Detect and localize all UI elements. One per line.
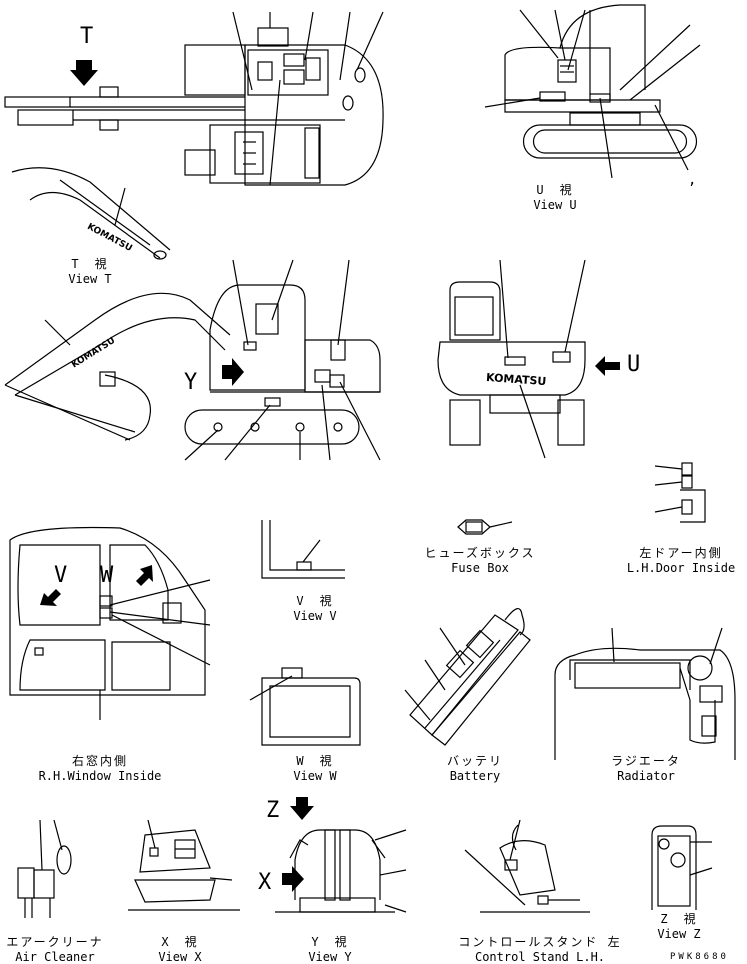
label-y: Y xyxy=(184,370,198,395)
rear-view-drawing xyxy=(437,259,620,459)
view-w-drawing xyxy=(249,667,361,746)
label-w: W xyxy=(100,563,114,588)
view-z-drawing xyxy=(651,825,713,910)
air-cleaner-drawing xyxy=(17,819,72,918)
label-t: T xyxy=(80,24,94,49)
view-u-drawing xyxy=(484,4,701,179)
view-x-drawing xyxy=(128,819,240,911)
label-z: Z xyxy=(266,798,280,823)
boom-detail-drawing xyxy=(11,167,171,260)
battery-drawing xyxy=(404,608,531,746)
control-stand-drawing xyxy=(464,819,590,913)
fuse-box-drawing xyxy=(457,519,513,535)
view-y-control-drawing xyxy=(275,797,407,913)
stray-mark: , xyxy=(688,172,697,188)
label-x: X xyxy=(258,870,272,895)
view-v-drawing xyxy=(261,520,345,579)
rh-window-drawing xyxy=(9,526,211,720)
lh-door-detail-drawing xyxy=(654,462,706,523)
drawing-code: PWK8680 xyxy=(670,952,729,962)
label-u: U xyxy=(627,352,641,377)
view-y-drawing xyxy=(4,259,381,461)
label-v: V xyxy=(54,563,68,588)
radiator-drawing xyxy=(554,627,736,760)
top-view-drawing xyxy=(4,11,384,186)
